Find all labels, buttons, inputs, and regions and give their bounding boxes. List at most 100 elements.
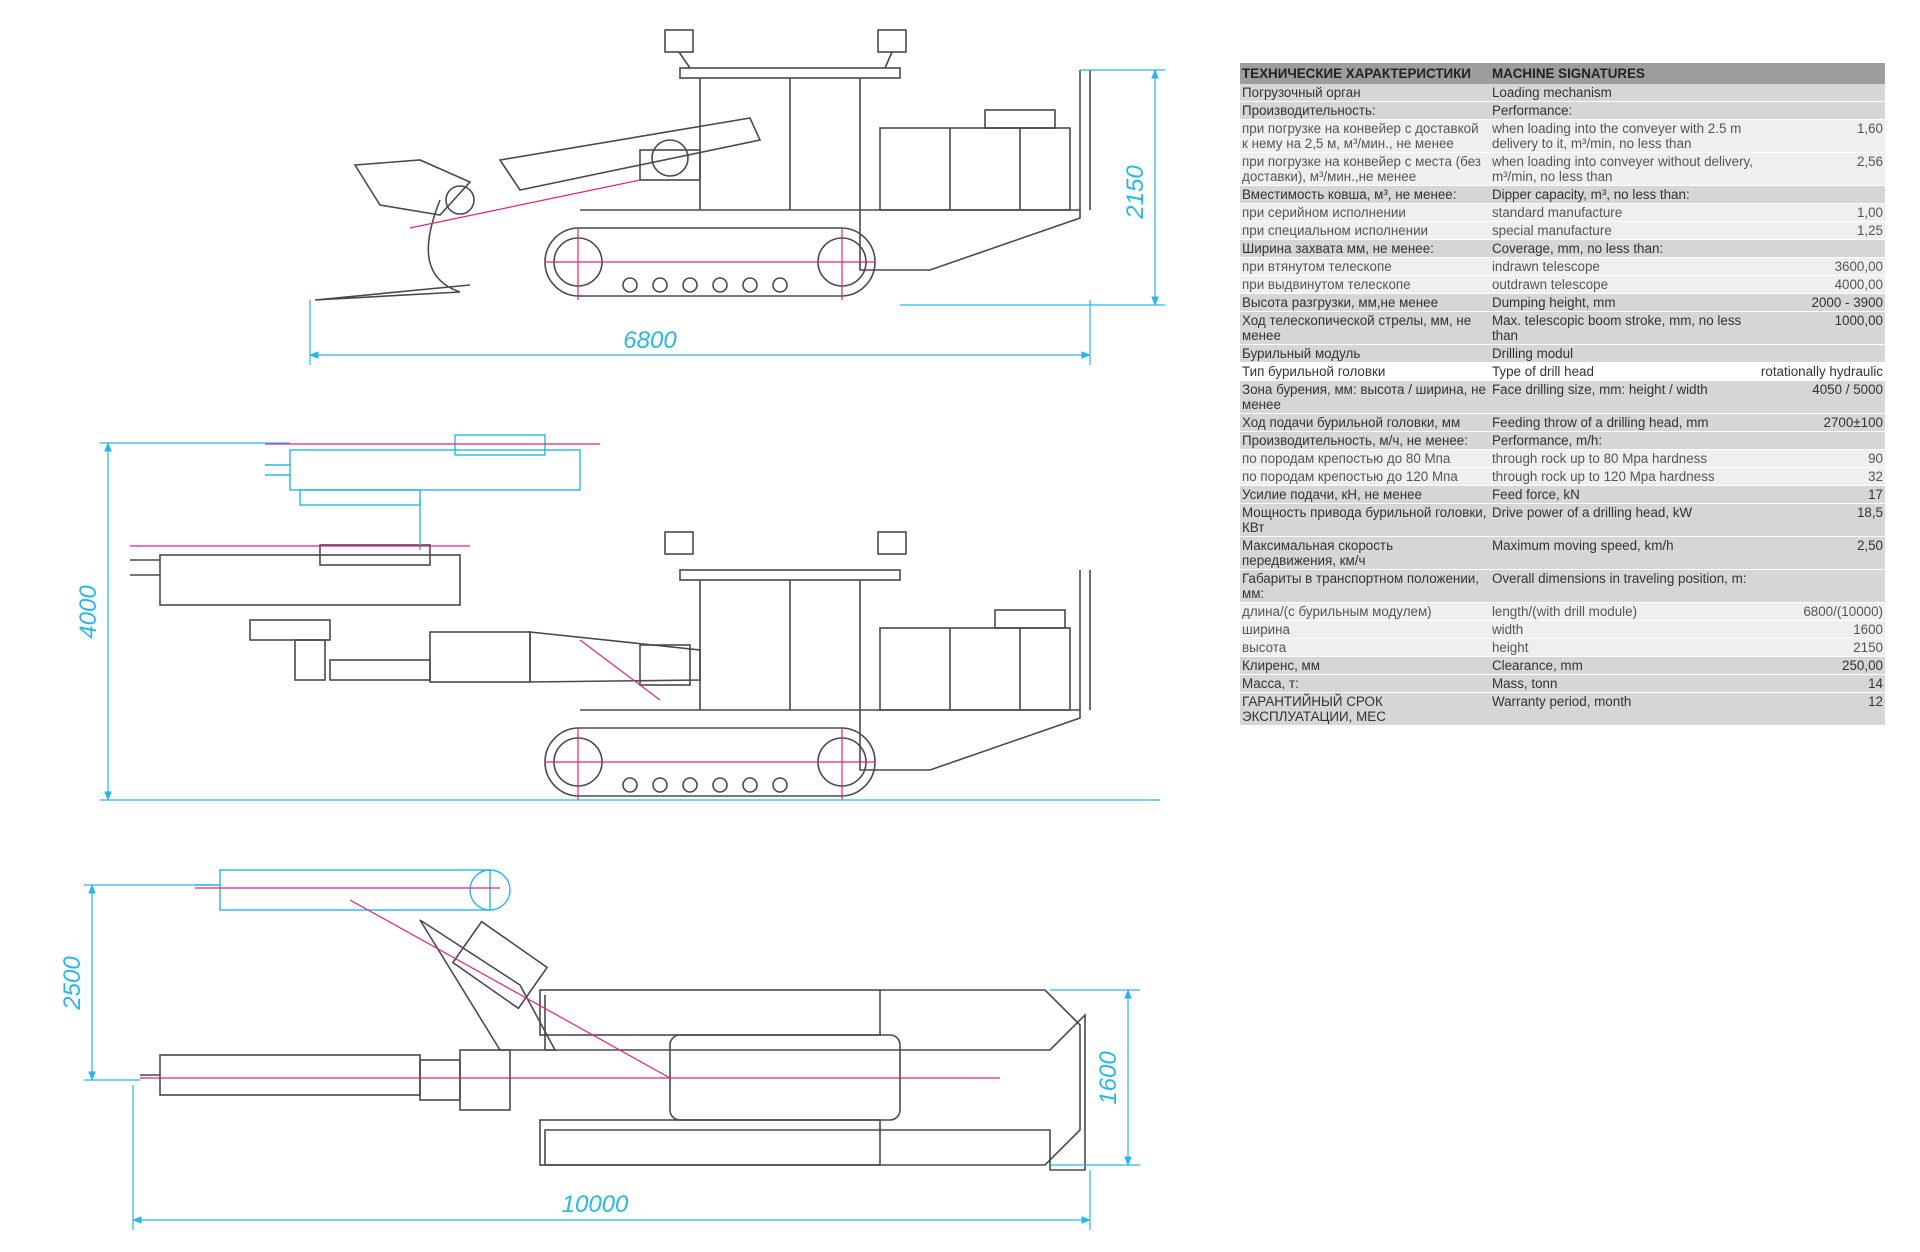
- cell-value: 2700±100: [1758, 413, 1885, 432]
- cell-value: 90: [1758, 449, 1885, 468]
- table-row: Ширина захвата мм, не менее:Coverage, mm…: [1240, 239, 1885, 258]
- cell-value: 12: [1758, 692, 1885, 726]
- bottom-length-label: 10000: [562, 1191, 629, 1218]
- header-value: [1758, 63, 1885, 84]
- bottom-machine-drawing: [140, 919, 1086, 1171]
- cell-en: Clearance, mm: [1489, 656, 1759, 675]
- cell-en: Maximum moving speed, km/h: [1489, 536, 1759, 570]
- bottom-drill-lifted: [195, 869, 511, 911]
- cell-en: through rock up to 120 Mpa hardness: [1489, 467, 1759, 486]
- cell-ru: Тип бурильной головки: [1240, 362, 1490, 381]
- cell-ru: при втянутом телескопе: [1240, 257, 1490, 276]
- cell-en: special manufacture: [1489, 221, 1759, 240]
- cell-ru: длина/(с бурильным модулем): [1240, 602, 1490, 621]
- cell-value: 1,60: [1758, 119, 1885, 153]
- cell-value: 17: [1758, 485, 1885, 504]
- cell-value: 2,56: [1758, 152, 1885, 186]
- cell-value: [1758, 239, 1885, 258]
- cell-en: Warranty period, month: [1489, 692, 1759, 726]
- cell-value: 2150: [1758, 638, 1885, 657]
- cell-value: [1758, 101, 1885, 120]
- drawings-svg: 6800 2150: [59, 29, 1165, 1230]
- bottom-axis-lines: [140, 887, 1000, 1079]
- cell-en: when loading into the conveyer with 2.5 …: [1489, 119, 1759, 153]
- cell-value: [1758, 569, 1885, 603]
- header-en: MACHINE SIGNATURES: [1489, 63, 1759, 84]
- middle-axis-lines: [130, 443, 875, 800]
- cell-en: Dipper capacity, m³, no less than:: [1489, 185, 1759, 204]
- cell-en: when loading into conveyer without deliv…: [1489, 152, 1759, 186]
- cell-value: 2,50: [1758, 536, 1885, 570]
- cell-ru: Ход подачи бурильной головки, мм: [1240, 413, 1490, 432]
- cell-ru: Зона бурения, мм: высота / ширина, не ме…: [1240, 380, 1490, 414]
- cell-value: 2000 - 3900: [1758, 293, 1885, 312]
- top-machine-drawing: [314, 29, 1091, 301]
- specifications-table: ТЕХНИЧЕСКИЕ ХАРАКТЕРИСТИКИ MACHINE SIGNA…: [1240, 63, 1885, 726]
- cell-ru: Вместимость ковша, м³, не менее:: [1240, 185, 1490, 204]
- top-axis-lines: [409, 179, 875, 300]
- cell-ru: Производительность, м/ч, не менее:: [1240, 431, 1490, 450]
- cell-en: Feeding throw of a drilling head, mm: [1489, 413, 1759, 432]
- cell-ru: Габариты в транспортном положении, мм:: [1240, 569, 1490, 603]
- cell-ru: Высота разгрузки, мм,не менее: [1240, 293, 1490, 312]
- cell-ru: при специальном исполнении: [1240, 221, 1490, 240]
- cell-value: 18,5: [1758, 503, 1885, 537]
- cell-en: width: [1489, 620, 1759, 639]
- cell-en: through rock up to 80 Mpa hardness: [1489, 449, 1759, 468]
- cell-value: [1758, 344, 1885, 363]
- cell-en: Mass, tonn: [1489, 674, 1759, 693]
- table-row: длина/(с бурильным модулем)length/(with …: [1240, 602, 1885, 621]
- cell-en: Type of drill head: [1489, 362, 1759, 381]
- cell-value: [1758, 185, 1885, 204]
- table-row: при погрузке на конвейер с места (без до…: [1240, 152, 1885, 186]
- cell-ru: Масса, т:: [1240, 674, 1490, 693]
- table-row: Максимальная скорость передвижения, км/ч…: [1240, 536, 1885, 570]
- table-row: Зона бурения, мм: высота / ширина, не ме…: [1240, 380, 1885, 414]
- cell-ru: ГАРАНТИЙНЫЙ СРОК ЭКСПЛУАТАЦИИ, МЕС: [1240, 692, 1490, 726]
- cell-en: indrawn telescope: [1489, 257, 1759, 276]
- bottom-width-label: 2500: [59, 956, 86, 1011]
- middle-track-rollers: [622, 777, 788, 793]
- cell-value: rotationally hydraulic: [1758, 362, 1885, 381]
- table-row: Вместимость ковша, м³, не менее:Dipper c…: [1240, 185, 1885, 204]
- table-row: Производительность, м/ч, не менее:Perfor…: [1240, 431, 1885, 450]
- top-height-label: 2150: [1122, 165, 1149, 220]
- table-row: Габариты в транспортном положении, мм:Ov…: [1240, 569, 1885, 603]
- cell-value: 1600: [1758, 620, 1885, 639]
- cell-en: Drive power of a drilling head, kW: [1489, 503, 1759, 537]
- cell-value: [1758, 84, 1885, 102]
- cell-en: outdrawn telescope: [1489, 275, 1759, 294]
- cell-en: Performance, m/h:: [1489, 431, 1759, 450]
- cell-ru: ширина: [1240, 620, 1490, 639]
- cell-ru: по породам крепостью до 80 Мпа: [1240, 449, 1490, 468]
- cell-value: 6800/(10000): [1758, 602, 1885, 621]
- cell-ru: Производительность:: [1240, 101, 1490, 120]
- header-ru: ТЕХНИЧЕСКИЕ ХАРАКТЕРИСТИКИ: [1240, 63, 1490, 84]
- middle-drill-lifted: [265, 434, 581, 550]
- cell-en: Coverage, mm, no less than:: [1489, 239, 1759, 258]
- cell-en: Dumping height, mm: [1489, 293, 1759, 312]
- bottom-dimensions: [84, 884, 1140, 1230]
- cell-value: 4000,00: [1758, 275, 1885, 294]
- cell-en: Overall dimensions in traveling position…: [1489, 569, 1759, 603]
- cell-value: [1758, 431, 1885, 450]
- cell-value: 1,25: [1758, 221, 1885, 240]
- cell-en: Performance:: [1489, 101, 1759, 120]
- cell-value: 250,00: [1758, 656, 1885, 675]
- cell-en: Loading mechanism: [1489, 84, 1759, 102]
- middle-height-label: 4000: [75, 585, 102, 639]
